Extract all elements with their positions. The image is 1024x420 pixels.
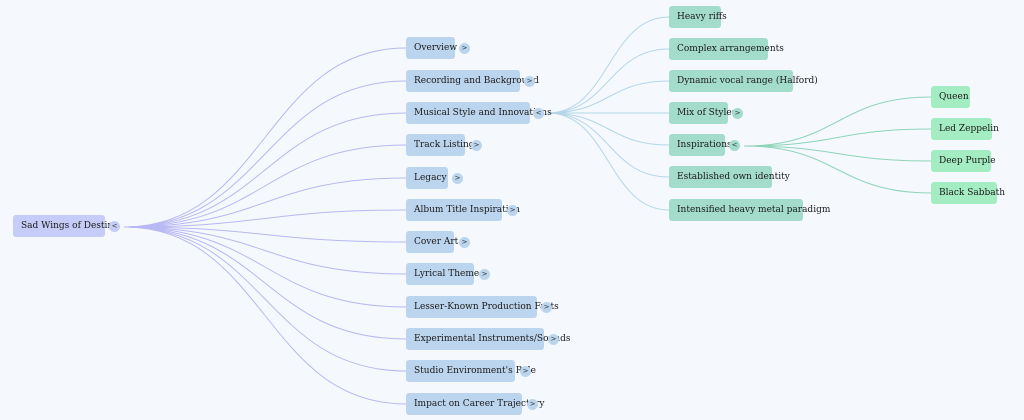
root-connector bbox=[123, 112, 407, 228]
expand-toggle-icon[interactable]: > bbox=[471, 140, 482, 151]
root-node[interactable]: Sad Wings of Destiny bbox=[13, 215, 118, 237]
root-connector bbox=[123, 226, 407, 372]
root-connector bbox=[123, 226, 407, 243]
root-connector bbox=[123, 47, 407, 228]
branch-node[interactable]: Lesser-Known Production Facts bbox=[406, 296, 559, 318]
style-connector bbox=[547, 112, 670, 178]
branch-node[interactable]: Studio Environment's Role bbox=[406, 360, 536, 382]
expand-toggle-icon[interactable]: > bbox=[459, 237, 470, 248]
style-child-node[interactable]: Dynamic vocal range (Halford) bbox=[669, 70, 818, 92]
inspiration-node[interactable]: Black Sabbath bbox=[931, 182, 1005, 204]
inspiration-connector bbox=[743, 145, 932, 194]
root-connector bbox=[123, 226, 407, 405]
style-child-node[interactable]: Inspirations bbox=[669, 134, 732, 156]
expand-toggle-icon[interactable]: > bbox=[507, 205, 518, 216]
branch-node[interactable]: Legacy bbox=[406, 167, 448, 189]
expand-toggle-icon[interactable]: > bbox=[548, 334, 559, 345]
branch-node[interactable]: Musical Style and Innovations bbox=[406, 102, 552, 124]
style-connector bbox=[547, 80, 670, 114]
branch-node[interactable]: Impact on Career Trajectory bbox=[406, 393, 544, 415]
expand-toggle-icon[interactable]: > bbox=[541, 302, 552, 313]
expand-toggle-icon[interactable]: > bbox=[520, 366, 531, 377]
root-connector bbox=[123, 226, 407, 275]
branch-node[interactable]: Recording and Background bbox=[406, 70, 539, 92]
inspiration-connector bbox=[743, 128, 932, 147]
style-child-node[interactable]: Mix of Styles bbox=[669, 102, 736, 124]
branch-node[interactable]: Lyrical Themes bbox=[406, 263, 484, 285]
root-connector bbox=[123, 209, 407, 228]
inspiration-node[interactable]: Deep Purple bbox=[931, 150, 996, 172]
style-connector bbox=[547, 112, 670, 146]
branch-node[interactable]: Album Title Inspiration bbox=[406, 199, 520, 221]
style-connector bbox=[547, 16, 670, 114]
inspiration-connector bbox=[743, 145, 932, 162]
collapse-toggle-icon[interactable]: < bbox=[729, 140, 740, 151]
branch-node[interactable]: Track Listing bbox=[406, 134, 475, 156]
style-connector bbox=[547, 112, 670, 211]
root-connector bbox=[123, 80, 407, 228]
root-connector bbox=[123, 177, 407, 228]
expand-toggle-icon[interactable]: > bbox=[459, 43, 470, 54]
branch-node[interactable]: Cover Art bbox=[406, 231, 458, 253]
style-connector bbox=[547, 48, 670, 114]
collapse-toggle-icon[interactable]: < bbox=[533, 108, 544, 119]
collapse-toggle-icon[interactable]: < bbox=[109, 221, 120, 232]
branch-node[interactable]: Overview bbox=[406, 37, 457, 59]
expand-toggle-icon[interactable]: > bbox=[452, 173, 463, 184]
inspiration-node[interactable]: Led Zeppelin bbox=[931, 118, 999, 140]
expand-toggle-icon[interactable]: > bbox=[524, 76, 535, 87]
inspiration-node[interactable]: Queen bbox=[931, 86, 970, 108]
inspiration-connector bbox=[743, 96, 932, 147]
expand-toggle-icon[interactable]: > bbox=[479, 269, 490, 280]
style-child-node[interactable]: Intensified heavy metal paradigm bbox=[669, 199, 830, 221]
root-connector bbox=[123, 226, 407, 340]
branch-node[interactable]: Experimental Instruments/Sounds bbox=[406, 328, 570, 350]
root-connector bbox=[123, 144, 407, 228]
root-connector bbox=[123, 226, 407, 308]
expand-toggle-icon[interactable]: > bbox=[527, 399, 538, 410]
style-child-node[interactable]: Complex arrangements bbox=[669, 38, 784, 60]
style-child-node[interactable]: Established own identity bbox=[669, 166, 790, 188]
expand-toggle-icon[interactable]: > bbox=[732, 108, 743, 119]
style-child-node[interactable]: Heavy riffs bbox=[669, 6, 727, 28]
